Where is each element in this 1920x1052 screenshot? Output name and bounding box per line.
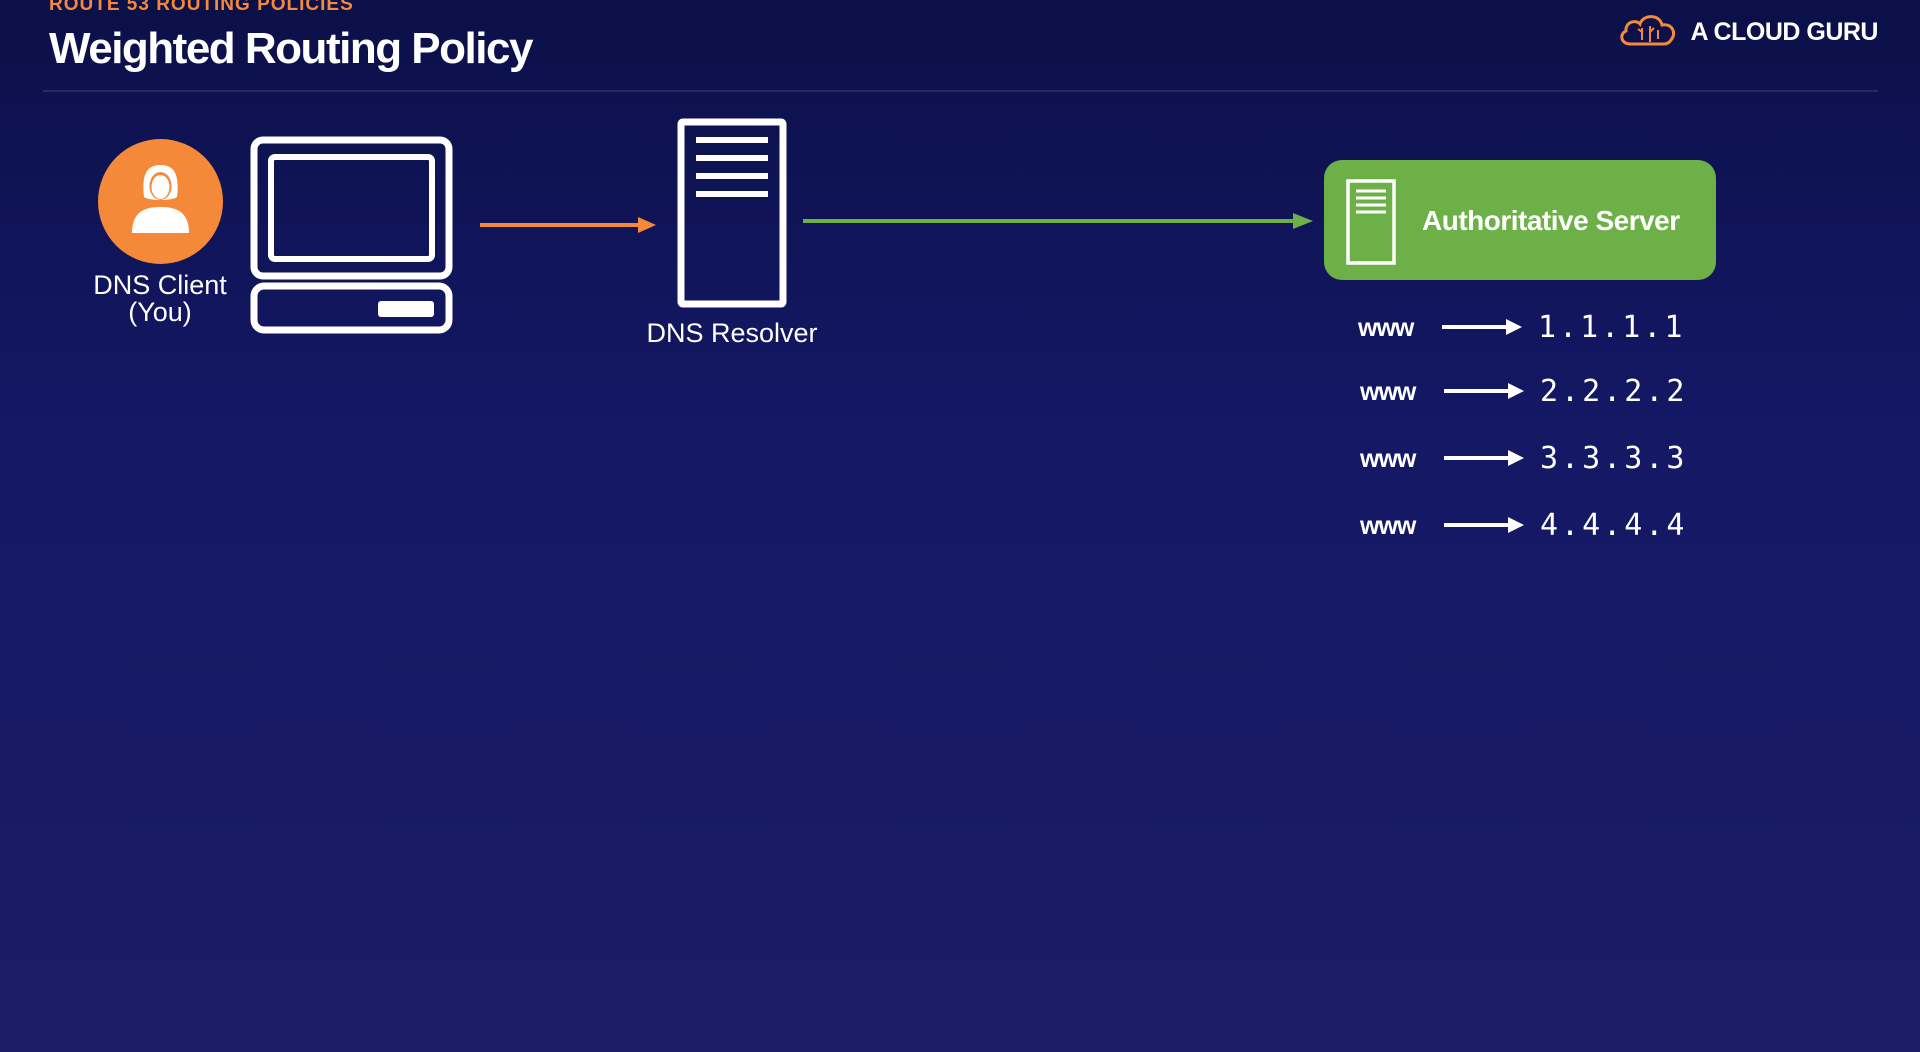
cloud-logo-icon (1616, 10, 1680, 55)
user-avatar-icon (98, 139, 223, 264)
computer-icon (250, 136, 455, 334)
record-ip: 3.3.3.3 (1540, 441, 1688, 476)
header-divider (43, 90, 1878, 92)
client-label-line1: DNS Client (93, 270, 227, 300)
record-ip: 2.2.2.2 (1540, 374, 1688, 409)
record-ip: 1.1.1.1 (1538, 310, 1686, 345)
record-name: www (1360, 378, 1416, 406)
query-arrow-green (803, 209, 1315, 233)
page-title: Weighted Routing Policy (49, 24, 533, 73)
dns-resolver-server-icon (677, 118, 787, 308)
resolver-label: DNS Resolver (646, 318, 818, 348)
client-label: DNS Client (You) (60, 272, 260, 326)
arrow-right-icon (1442, 319, 1522, 335)
client-label-line2: (You) (128, 297, 192, 327)
authoritative-server-icon (1346, 179, 1398, 265)
section-eyebrow: ROUTE 53 ROUTING POLICIES (49, 0, 354, 15)
authoritative-server-label: Authoritative Server (1422, 205, 1680, 236)
record-name: www (1360, 445, 1416, 473)
record-name: www (1360, 512, 1416, 540)
brand-logo: A CLOUD GURU (1616, 10, 1878, 54)
arrow-right-icon (1444, 383, 1524, 399)
brand-name: A CLOUD GURU (1690, 17, 1878, 46)
query-arrow-orange (480, 213, 660, 237)
arrow-right-icon (1444, 517, 1524, 533)
arrow-right-icon (1444, 450, 1524, 466)
record-ip: 4.4.4.4 (1540, 508, 1688, 543)
record-name: www (1358, 314, 1414, 342)
